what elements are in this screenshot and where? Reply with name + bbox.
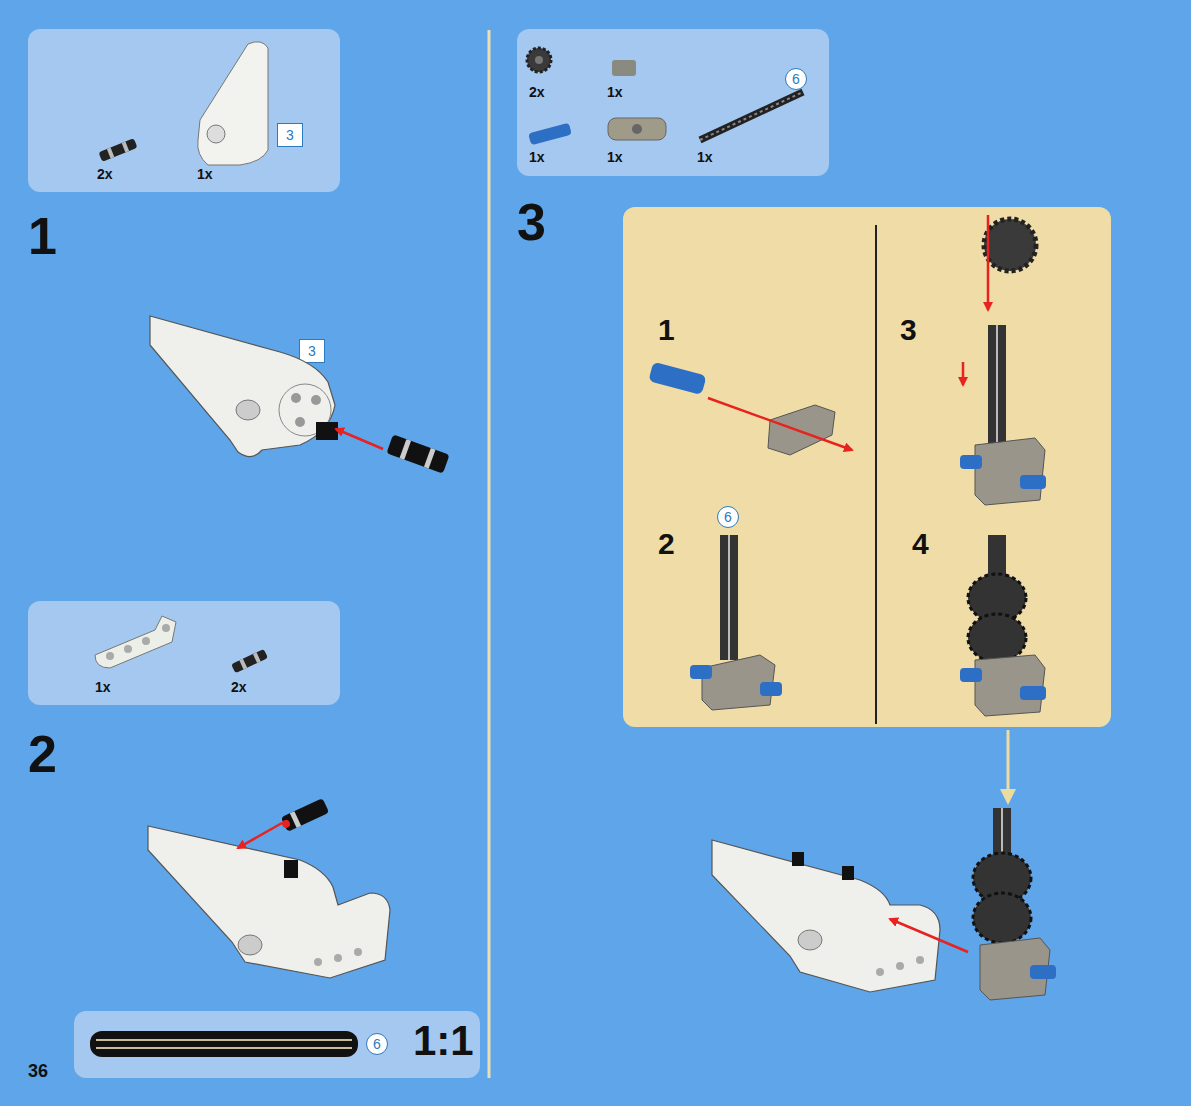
quantity-label: 2x [97,167,113,181]
callout-number: 3 [286,128,294,142]
callout-number: 6 [373,1037,381,1051]
quantity-label: 2x [231,680,247,694]
parts-panel: 2x 1x 3 [28,29,340,192]
callout-box: 3 [299,339,325,363]
step-number: 2 [28,728,57,780]
page-number: 36 [28,1062,48,1080]
quantity-label: 1x [529,150,545,164]
callout-number: 3 [308,344,316,358]
parts-panel: 1x 2x [28,601,340,705]
step-number: 1 [28,210,57,262]
callout-circle: 6 [717,506,739,528]
callout-number: 6 [792,72,800,86]
step-number: 4 [912,529,929,559]
quantity-label: 1x [607,85,623,99]
step-number: 3 [900,315,917,345]
step-number: 3 [517,196,546,248]
step-number: 1 [658,315,675,345]
quantity-label: 1x [697,150,713,164]
callout-circle: 6 [785,68,807,90]
step-number: 1:1 [413,1020,474,1062]
quantity-label: 2x [529,85,545,99]
quantity-label: 1x [607,150,623,164]
callout-box: 3 [277,123,303,147]
quantity-label: 1x [197,167,213,181]
step-number: 2 [658,529,675,559]
quantity-label: 1x [95,680,111,694]
callout-circle: 6 [366,1033,388,1055]
callout-number: 6 [724,510,732,524]
